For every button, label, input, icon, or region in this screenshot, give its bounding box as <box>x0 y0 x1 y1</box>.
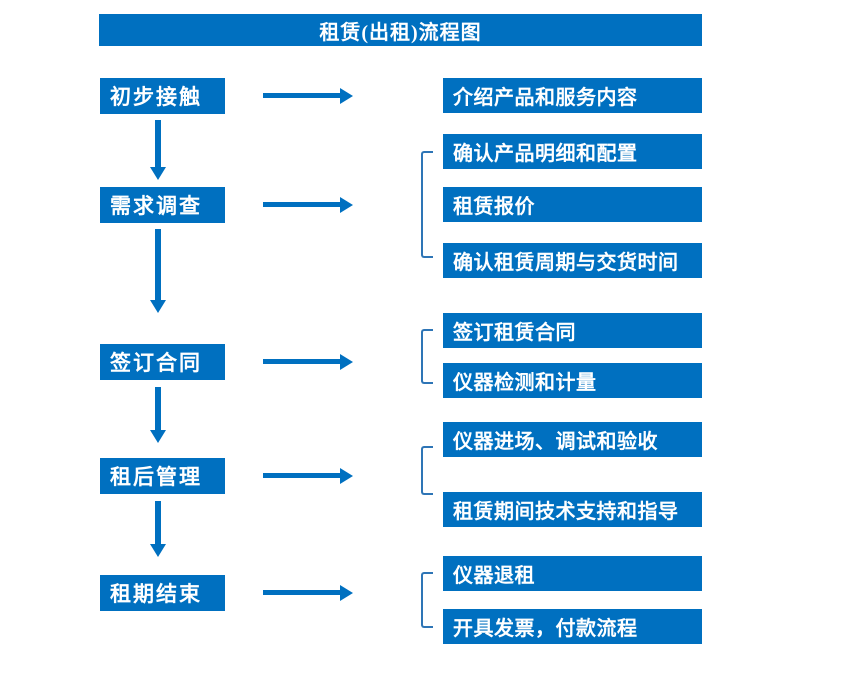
detail-rental-quote: 租赁报价 <box>443 187 702 222</box>
arrow-right-icon <box>263 585 353 601</box>
detail-invoice-payment: 开具发票，付款流程 <box>443 609 702 644</box>
detail-confirm-period: 确认租赁周期与交货时间 <box>443 243 702 278</box>
group-bracket <box>421 151 433 258</box>
arrow-right-icon <box>263 354 353 370</box>
arrow-right-icon <box>263 88 353 104</box>
group-bracket <box>421 329 433 384</box>
step-post-rental-management: 租后管理 <box>100 458 225 494</box>
flowchart-title: 租赁(出租)流程图 <box>319 21 482 44</box>
flowchart-title-bar: 租赁(出租)流程图 <box>99 14 702 46</box>
detail-confirm-product-spec: 确认产品明细和配置 <box>443 134 702 169</box>
arrow-down-icon <box>150 501 166 557</box>
step-lease-end: 租期结束 <box>100 575 225 611</box>
detail-tech-support: 租赁期间技术支持和指导 <box>443 492 702 527</box>
arrow-right-icon <box>263 468 353 484</box>
arrow-right-icon <box>263 197 353 213</box>
step-sign-contract: 签订合同 <box>100 344 225 380</box>
detail-instrument-return: 仪器退租 <box>443 556 702 591</box>
step-initial-contact: 初步接触 <box>100 78 225 114</box>
arrow-down-icon <box>150 387 166 443</box>
detail-introduce-products: 介绍产品和服务内容 <box>443 78 702 113</box>
step-demand-survey: 需求调查 <box>100 187 225 223</box>
group-bracket <box>421 572 433 628</box>
group-bracket <box>421 446 433 495</box>
detail-sign-rental-contract: 签订租赁合同 <box>443 313 702 348</box>
detail-instrument-setup: 仪器进场、调试和验收 <box>443 422 702 457</box>
arrow-down-icon <box>150 120 166 180</box>
arrow-down-icon <box>150 229 166 313</box>
detail-instrument-testing: 仪器检测和计量 <box>443 363 702 398</box>
